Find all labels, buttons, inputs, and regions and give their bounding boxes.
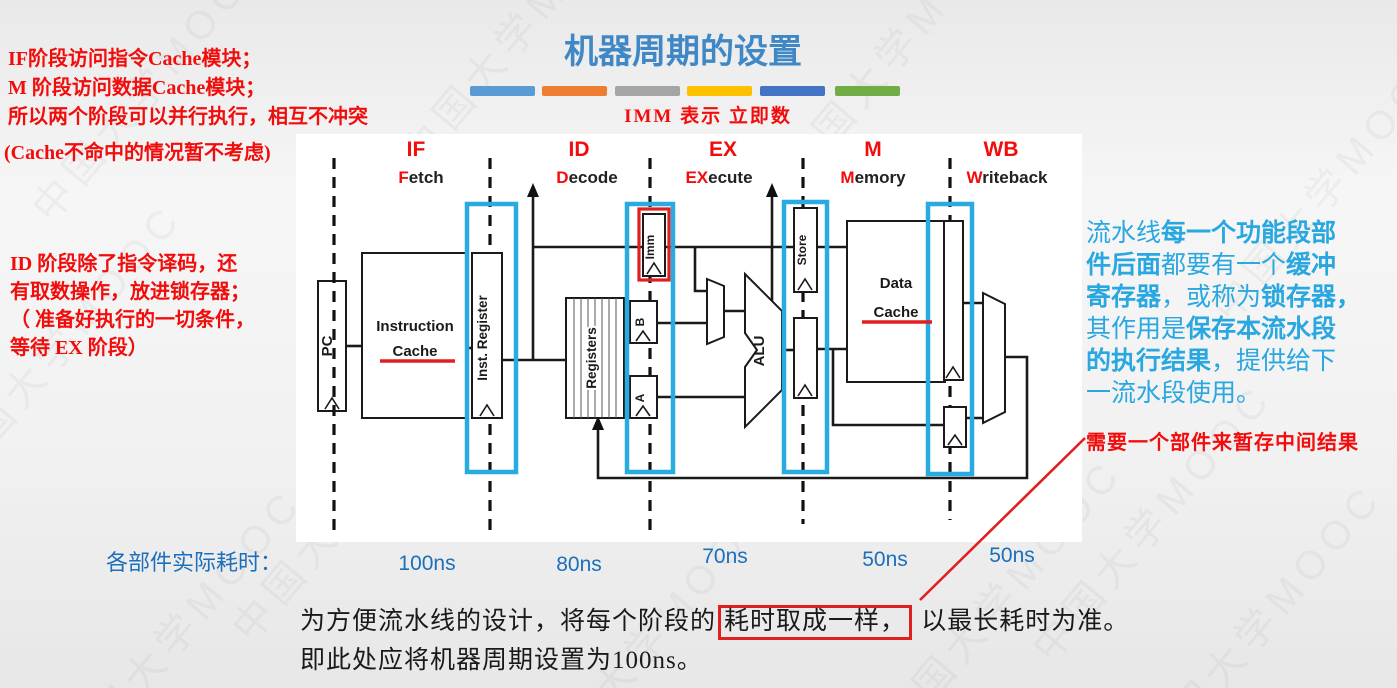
note-buffer-register-line: 一流水段使用。	[1086, 378, 1394, 410]
note-segment: 每一个功能段部	[1161, 220, 1337, 247]
stage-word-tail: etch	[408, 168, 444, 187]
stage-word-ID: Decode	[556, 168, 617, 188]
stage-word-head: M	[840, 168, 855, 187]
stage-abbr-IF: IF	[406, 138, 426, 161]
note-buffer-register: 流水线每一个功能段部件后面都要有一个缓冲寄存器，或称为锁存器，其作用是保存本流水…	[1086, 218, 1394, 410]
note-buffer-register-line: 寄存器，或称为锁存器，	[1086, 282, 1394, 314]
accent-bar	[687, 86, 752, 96]
stage-word-tail: ecute	[708, 168, 753, 187]
note-cache-miss-paren: (Cache不命中的情况暂不考虑)	[4, 142, 271, 164]
note-buffer-register-line: 流水线每一个功能段部	[1086, 218, 1394, 250]
timing-value: 50ns	[989, 544, 1035, 567]
timing-row-label: 各部件实际耗时：	[106, 550, 283, 575]
note-id-stage-line: 有取数操作，放进锁存器；	[10, 281, 250, 303]
note-segment: 的执行结果	[1086, 348, 1212, 375]
note-segment: 缓冲	[1286, 252, 1337, 279]
stage-word-head: EX	[685, 168, 709, 187]
note-segment: ，或称为	[1161, 284, 1262, 311]
stage-word-tail: ecode	[568, 168, 618, 187]
stage-abbr-EX: EX	[708, 138, 738, 161]
slide-title: 机器周期的设置	[564, 33, 802, 71]
stage-word-head: W	[966, 168, 983, 187]
note-segment: 流水线	[1086, 220, 1162, 247]
accent-bar	[615, 86, 680, 96]
bottom-line1-pre: 为方便流水线的设计，将每个阶段的	[300, 608, 717, 635]
note-cache-parallel-line: IF阶段访问指令Cache模块；	[8, 48, 262, 70]
timing-value: 80ns	[556, 553, 602, 576]
note-segment: 保存本流水段	[1186, 316, 1337, 343]
timing-value: 50ns	[862, 548, 908, 571]
stage-word-tail: riteback	[982, 168, 1048, 187]
accent-bar	[470, 86, 535, 96]
note-buffer-register-line: 件后面都要有一个缓冲	[1086, 250, 1394, 282]
note-segment: 件后面	[1086, 252, 1162, 279]
accent-bar	[542, 86, 607, 96]
stage-abbr-M: M	[864, 138, 882, 161]
note-id-stage-line: 等待 EX 阶段）	[10, 337, 148, 359]
bottom-text-line1: 为方便流水线的设计，将每个阶段的耗时取成一样， 以最长耗时为准。	[300, 601, 1129, 640]
accent-bar	[760, 86, 825, 96]
note-cache-parallel-line: M 阶段访问数据Cache模块；	[8, 77, 266, 99]
stage-abbr-WB: WB	[983, 138, 1019, 161]
stage-word-head: F	[398, 168, 409, 187]
timing-value: 100ns	[398, 552, 456, 575]
stage-word-M: Memory	[840, 168, 905, 188]
note-segment: 锁存器，	[1261, 284, 1362, 311]
bottom-text-line2: 即此处应将机器周期设置为100ns。	[300, 647, 703, 674]
note-segment: 寄存器	[1086, 284, 1162, 311]
note-segment: 都要有一个	[1161, 252, 1287, 279]
stage-word-EX: EXecute	[685, 168, 752, 188]
note-cache-parallel: IF阶段访问指令Cache模块； M 阶段访问数据Cache模块； 所以两个阶段可以…	[8, 45, 368, 132]
note-cache-parallel-line: 所以两个阶段可以并行执行，相互不冲突	[8, 106, 368, 128]
stage-word-head: D	[556, 168, 569, 187]
imm-legend-note: IMM 表示 立即数	[624, 106, 792, 127]
stage-word-tail: emory	[854, 168, 906, 187]
note-id-stage-line: ID 阶段除了指令译码，还	[10, 253, 238, 275]
accent-bar	[835, 86, 900, 96]
note-id-stage-line: （ 准备好执行的一切条件，	[10, 309, 255, 331]
note-segment: 其作用是	[1086, 316, 1187, 343]
stage-abbr-ID: ID	[568, 138, 590, 161]
stage-word-IF: Fetch	[398, 168, 443, 188]
note-buffer-register-line: 其作用是保存本流水段	[1086, 314, 1394, 346]
bottom-line1-post: 以最长耗时为准。	[914, 608, 1130, 635]
note-segment: ，提供给下	[1211, 348, 1337, 375]
note-segment: 一流水段使用。	[1086, 380, 1262, 407]
stage-word-WB: Writeback	[967, 168, 1048, 188]
note-id-stage: ID 阶段除了指令译码，还有取数操作，放进锁存器； （ 准备好执行的一切条件， 等待…	[10, 250, 255, 362]
note-need-latch: 需要一个部件来暂存中间结果	[1086, 432, 1359, 454]
bottom-line1-boxed-segment: 耗时取成一样，	[718, 605, 913, 640]
timing-value: 70ns	[702, 545, 748, 568]
note-buffer-register-line: 的执行结果，提供给下	[1086, 346, 1394, 378]
